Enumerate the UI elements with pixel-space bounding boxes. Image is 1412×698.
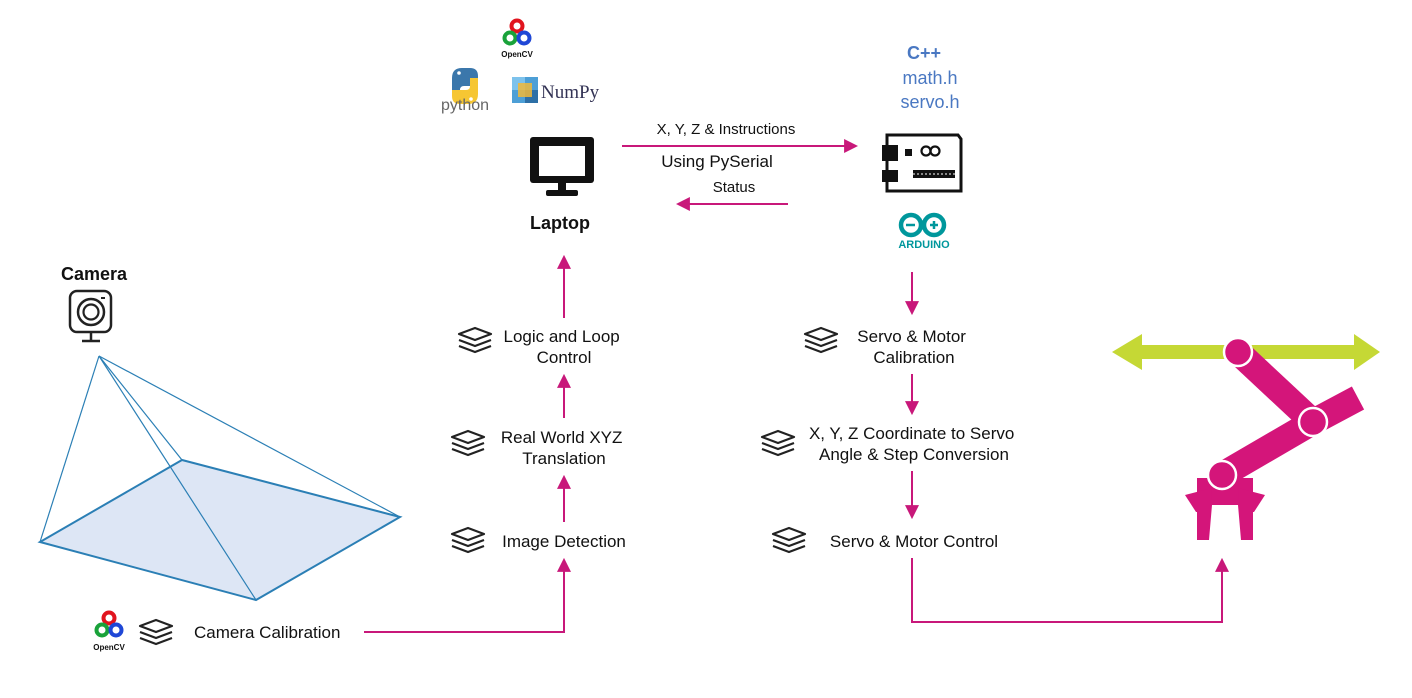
robot-joint	[1297, 406, 1329, 438]
step-label: Servo & Motor Calibration	[857, 327, 970, 367]
layers-icon	[450, 526, 486, 554]
camera-group: Camera	[37, 264, 403, 602]
step-real-world-xyz: Real World XYZ Translation	[450, 428, 627, 468]
math-h-label: math.h	[902, 68, 957, 88]
arduino-board-icon	[882, 133, 963, 193]
arrow-control-to-robot-arm	[911, 557, 1229, 623]
cpp-label: C++	[907, 43, 941, 63]
arduino-logo: ARDUINO	[898, 212, 950, 251]
serial-communication: X, Y, Z & Instructions Using PySerial St…	[622, 121, 859, 211]
step-label: X, Y, Z Coordinate to Servo Angle & Step…	[809, 424, 1019, 464]
label-status: Status	[713, 179, 756, 196]
label-to-arduino: X, Y, Z & Instructions	[657, 121, 796, 138]
robot-joint	[1206, 459, 1238, 491]
arduino-logo-text: ARDUINO	[898, 239, 950, 251]
robot-joint	[1222, 336, 1254, 368]
right-pipeline-connectors	[905, 272, 1229, 623]
servo-h-label: servo.h	[900, 92, 959, 112]
step-label: Logic and Loop Control	[503, 327, 624, 367]
camera-icon	[68, 289, 113, 343]
layers-icon	[138, 618, 174, 646]
opencv-logo-text: OpenCV	[501, 50, 533, 59]
python-logo: python	[441, 68, 489, 114]
step-logic-loop: Logic and Loop Control	[457, 326, 624, 367]
left-pipeline-connectors	[364, 254, 571, 633]
layers-icon	[803, 326, 839, 354]
arrow-calibration-to-detection	[364, 557, 571, 633]
step-servo-control: Servo & Motor Control	[771, 526, 998, 554]
step-label: Real World XYZ Translation	[501, 428, 627, 468]
laptop-node: Laptop	[530, 137, 594, 233]
camera-field-of-view	[37, 355, 403, 602]
step-image-detection: Image Detection	[450, 526, 626, 554]
numpy-logo-text: NumPy	[541, 82, 600, 103]
monitor-icon	[530, 137, 594, 196]
step-xyz-conversion: X, Y, Z Coordinate to Servo Angle & Step…	[760, 424, 1019, 464]
label-pyserial: Using PySerial	[661, 152, 773, 171]
layers-icon	[760, 429, 796, 457]
python-logo-text: python	[441, 97, 489, 114]
camera-label: Camera	[61, 264, 128, 284]
numpy-logo: NumPy	[512, 77, 600, 103]
step-servo-calibration: Servo & Motor Calibration	[803, 326, 970, 367]
arduino-tech-labels: C++ math.h servo.h	[900, 43, 959, 112]
opencv-logo-top: OpenCV	[501, 18, 533, 59]
step-label: Servo & Motor Control	[830, 532, 998, 551]
step-label: Image Detection	[502, 532, 626, 551]
laptop-label: Laptop	[530, 213, 590, 233]
layers-icon	[771, 526, 807, 554]
step-camera-calibration: OpenCV Camera Calibration	[93, 610, 340, 652]
robot-arm-illustration	[1112, 334, 1380, 540]
step-label: Camera Calibration	[194, 623, 340, 642]
layers-icon	[457, 326, 493, 354]
layers-icon	[450, 429, 486, 457]
opencv-logo-text-bottom: OpenCV	[93, 643, 125, 652]
